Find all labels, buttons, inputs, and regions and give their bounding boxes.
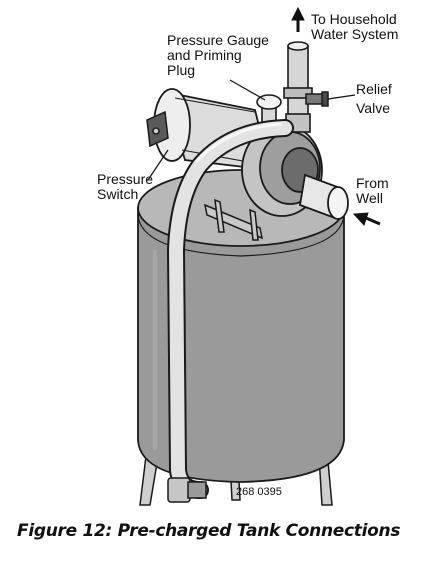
figure-caption: Figure 12: Pre-charged Tank Connections bbox=[17, 521, 401, 541]
discharge-pipe bbox=[283, 41, 313, 133]
tank-fitting bbox=[167, 477, 207, 503]
pump-stand bbox=[203, 198, 264, 241]
relief-valve-label: Relief Valve bbox=[356, 81, 392, 116]
well-arrow-shaft bbox=[365, 216, 381, 226]
well-arrowhead bbox=[352, 212, 369, 226]
household-label: To Household Water System bbox=[311, 11, 399, 42]
inlet-pipe bbox=[298, 173, 349, 220]
household-arrowhead bbox=[291, 6, 305, 21]
relief-valve bbox=[305, 91, 329, 107]
pressure-switch-label: Pressure Switch bbox=[97, 171, 154, 202]
gauge-label: Pressure Gauge and Priming Plug bbox=[167, 32, 269, 78]
leader-lines bbox=[147, 79, 356, 181]
pressure-switch bbox=[146, 110, 169, 148]
drawing-number: 268 0395 bbox=[236, 486, 282, 498]
flow-arrows bbox=[291, 6, 381, 226]
from-well-label: From Well bbox=[356, 175, 389, 206]
